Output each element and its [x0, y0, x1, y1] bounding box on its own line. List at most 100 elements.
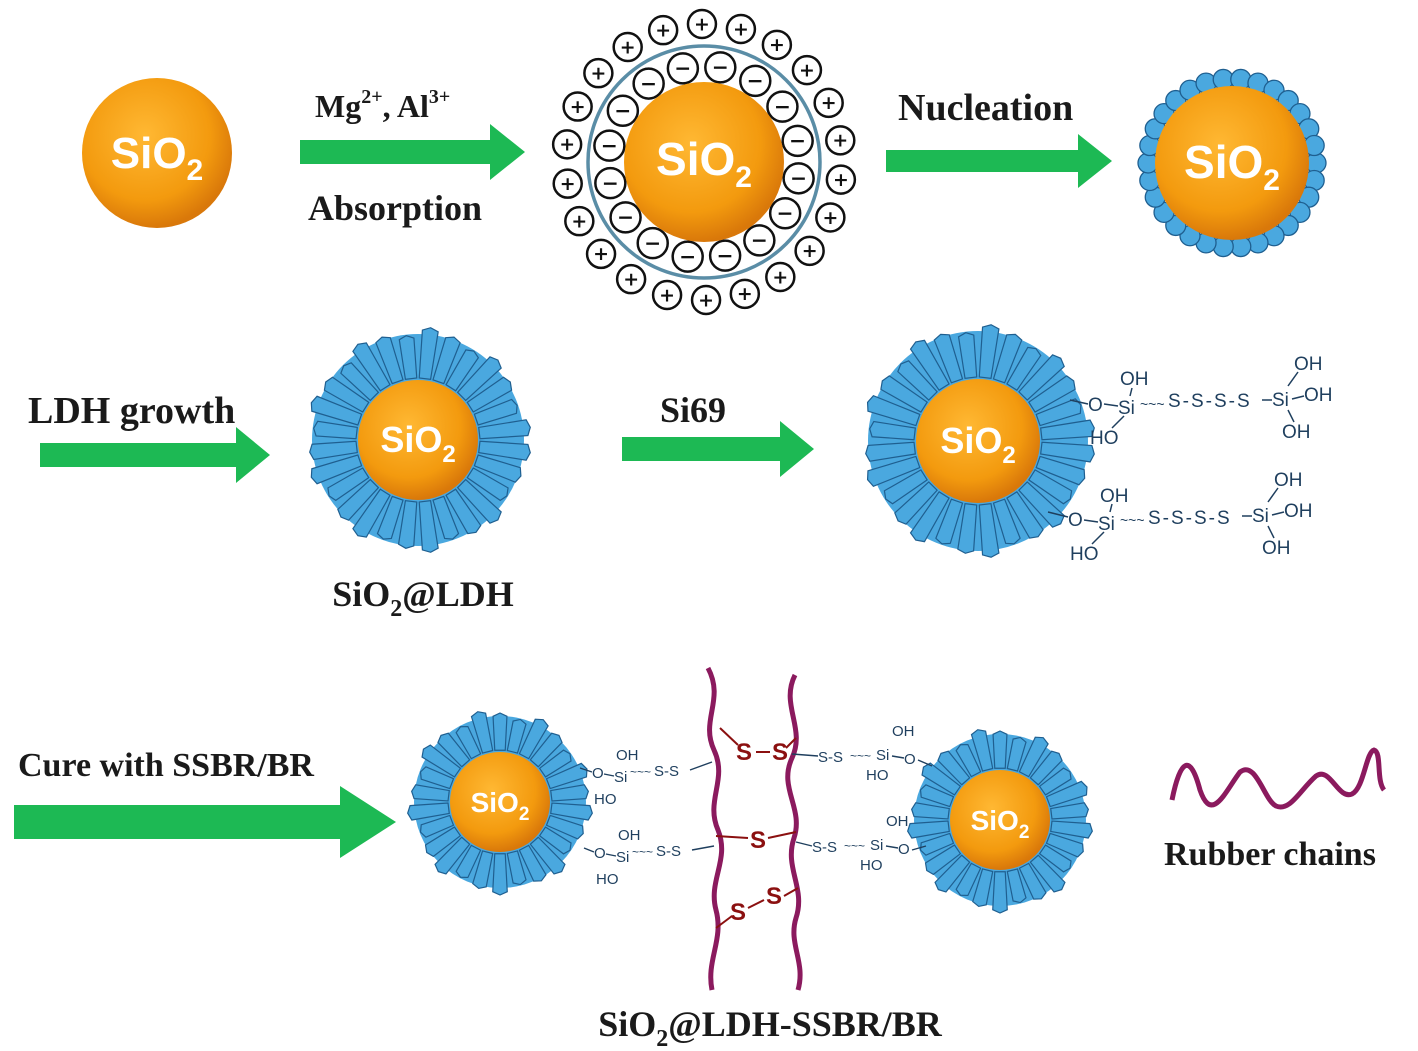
alkyl-linker: ~~~ — [632, 845, 653, 859]
cation-icon: + — [825, 125, 856, 156]
sio2-particle-bare: SiO2 — [82, 78, 232, 228]
anion-icon: − — [666, 52, 700, 85]
cation-icon: + — [794, 235, 825, 267]
ions-label: Mg2+, Al3+ — [315, 86, 450, 124]
anion-icon: − — [781, 124, 814, 158]
ldh-platelet — [478, 440, 531, 461]
silicon-atom: Si — [614, 769, 627, 786]
ldh-platelet — [410, 784, 450, 802]
ldh-platelet — [1018, 481, 1065, 528]
ldh-platelet — [529, 836, 566, 875]
ldh-platelet — [972, 868, 994, 908]
ldh-platelet — [1029, 750, 1063, 786]
hydroxyl-group: OH — [618, 827, 641, 844]
ldh-platelet — [445, 488, 482, 535]
svg-text:+: + — [737, 283, 753, 305]
ldh-platelet — [421, 744, 462, 778]
svg-text:−: − — [751, 228, 768, 252]
svg-text:SiO2: SiO2 — [656, 133, 752, 194]
ldh-platelet — [466, 376, 513, 413]
svg-text:SiO2: SiO2 — [471, 787, 530, 825]
ldh-platelet — [456, 478, 502, 524]
ldh-platelet — [327, 467, 370, 502]
ldh-platelet — [1038, 844, 1072, 873]
svg-text:+: + — [832, 130, 848, 152]
sio2-ldh-particle-right: SiO2 — [907, 729, 1093, 914]
ldh-platelet — [955, 862, 982, 897]
svg-text:−: − — [717, 243, 734, 267]
cation-icon: + — [725, 13, 757, 45]
ldh-platelet — [445, 349, 480, 392]
ldh-platelet — [518, 718, 549, 760]
ldh-platelet — [473, 454, 522, 483]
svg-text:−: − — [747, 69, 764, 93]
svg-text:−: − — [679, 244, 696, 268]
ldh-platelet — [924, 844, 962, 876]
ldh-platelet — [907, 820, 950, 839]
svg-text:+: + — [593, 243, 609, 265]
svg-text:−: − — [777, 201, 794, 225]
cation-icon: + — [815, 202, 846, 233]
svg-text:+: + — [821, 92, 837, 114]
ldh-platelet — [473, 398, 518, 426]
arrow-cure — [14, 786, 396, 858]
ldh-platelet — [352, 342, 391, 392]
ldh-platelet — [1035, 455, 1086, 486]
ldh-platelet — [337, 478, 380, 521]
sio2-ldh-particle-left: SiO2 — [407, 711, 593, 896]
ldh-platelet — [466, 467, 509, 502]
ldh-platelet — [529, 732, 563, 768]
ldh-platelet — [470, 711, 494, 754]
svg-text:−: − — [614, 98, 631, 122]
alkyl-linker: ~~~ — [850, 749, 871, 763]
cation-icon: + — [761, 29, 793, 61]
svg-text:+: + — [769, 34, 785, 56]
svg-text:−: − — [640, 71, 657, 95]
silicon-atom: Si — [1118, 398, 1135, 419]
svg-text:+: + — [772, 266, 788, 288]
cation-icon: + — [791, 54, 823, 86]
ldh-platelet — [970, 729, 994, 772]
svg-text:−: − — [617, 205, 634, 229]
hydroxyl-group: HO — [594, 791, 617, 808]
si69-chain-upper: O Si OH HO ~~~ S-S-S-S Si OH OH OH — [1069, 354, 1333, 449]
ldh-platelet — [424, 826, 462, 858]
svg-text:+: + — [570, 96, 586, 118]
svg-text:SiO2: SiO2 — [940, 420, 1015, 469]
hydroxyl-group: HO — [860, 857, 883, 874]
svg-text:−: − — [601, 133, 618, 157]
core-label-sub: 2 — [187, 154, 204, 187]
hydroxyl-group: OH — [1274, 470, 1303, 491]
svg-text:+: + — [559, 134, 575, 156]
svg-text:+: + — [659, 284, 675, 306]
silicon-atom: Si — [1098, 514, 1115, 535]
oxygen-atom: O — [904, 751, 916, 768]
sio2-ldh-ssbr-br-label: SiO2@LDH-SSBR/BR — [598, 1004, 943, 1051]
cation-icon: + — [825, 164, 857, 195]
nucleation-label: Nucleation — [898, 87, 1073, 129]
cation-ring: ++++++++++++++++++++++ — [551, 8, 857, 316]
core-label: SiO — [971, 805, 1019, 836]
cation-icon: + — [651, 279, 683, 311]
svg-text:+: + — [733, 18, 749, 40]
svg-text:+: + — [833, 169, 849, 191]
ldh-platelet — [518, 844, 547, 882]
ldh-platelet — [418, 327, 439, 380]
silicon-atom: Si — [616, 849, 629, 866]
ldh-platelet — [937, 750, 971, 786]
svg-text:+: + — [822, 207, 838, 229]
ldh-platelet — [376, 495, 404, 540]
hydroxyl-group: HO — [596, 871, 619, 888]
ldh-platelet — [1028, 469, 1073, 505]
arrow-ldh-growth — [40, 427, 270, 483]
oxygen-atom: O — [592, 765, 604, 782]
ldh-platelet — [455, 844, 482, 879]
ldh-platelet — [323, 376, 370, 413]
ldh-platelet — [506, 718, 527, 754]
ldh-platelet — [935, 498, 964, 545]
anion-icon: − — [671, 240, 704, 273]
rubber-network — [705, 666, 803, 991]
svg-text:−: − — [790, 166, 807, 190]
sulfur-atom: S — [750, 827, 766, 854]
anion-icon: − — [782, 162, 815, 195]
